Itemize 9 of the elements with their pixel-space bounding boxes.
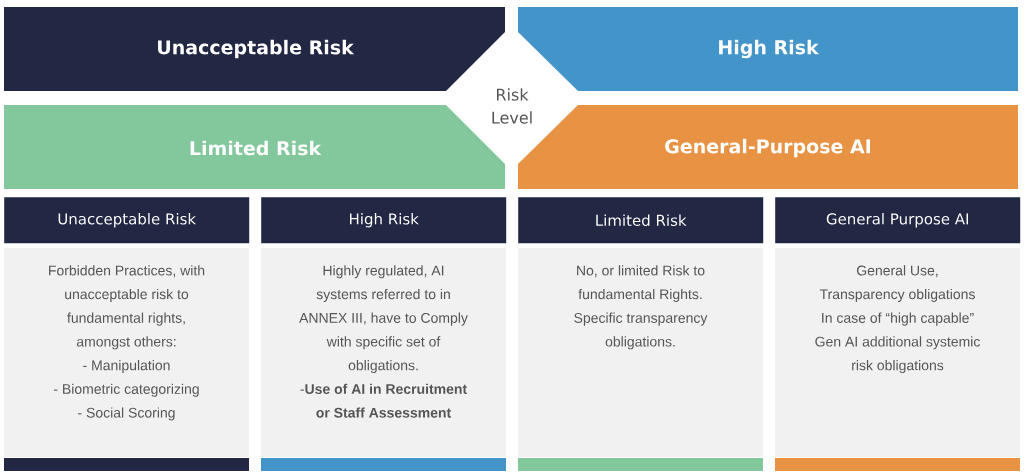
column-header: General Purpose AI bbox=[775, 197, 1021, 244]
risk-banner: High Risk bbox=[518, 7, 1018, 91]
column-header: Limited Risk bbox=[518, 197, 764, 244]
text-panel: No, or limited Risk to fundamental Rights. Specific transparency obligations. bbox=[518, 248, 763, 457]
column-header: High Risk bbox=[261, 197, 507, 244]
column-header: Unacceptable Risk bbox=[4, 197, 250, 244]
text-panel: Forbidden Practices, with unacceptable risk to fundamental rights, amongst others: - Manipulation - Biometric categorizing - Social Scoring bbox=[4, 248, 249, 457]
text-panel: Highly regulated, AI systems referred to in ANNEX III, have to Comply with specific set of obligations. -Use of AI in Recruitment or Staff Assessment bbox=[261, 248, 506, 457]
text-panel: General Use, Transparency obligations In case of “high capable” Gen AI additional systemic risk obligations bbox=[775, 248, 1020, 457]
